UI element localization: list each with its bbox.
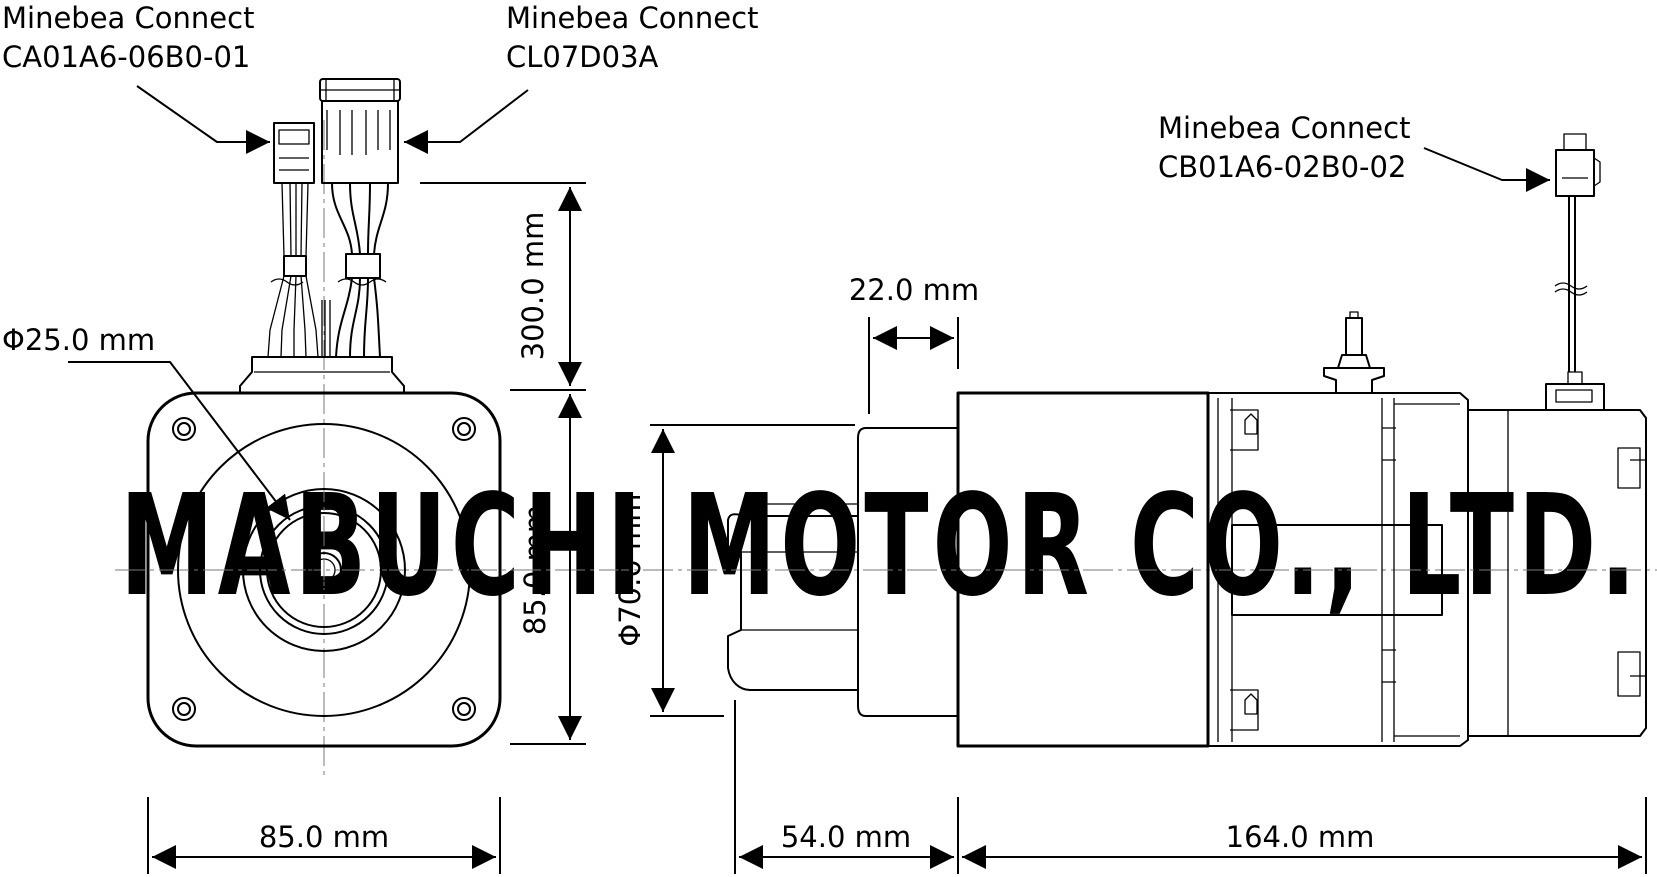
side-view: [727, 133, 1647, 748]
rear-housing: [1208, 392, 1469, 747]
cable-length-label: 300.0 mm: [516, 212, 550, 361]
flange-outline: [146, 391, 502, 748]
dim-shaft-length: 54.0 mm: [734, 700, 959, 874]
callout-encoder-line1: Minebea Connect: [1158, 111, 1410, 145]
callout-power-line1: Minebea Connect: [506, 1, 758, 35]
watermark-text: MABUCHI MOTOR CO., LTD.: [120, 465, 1640, 628]
callout-signal-line1: Minebea Connect: [2, 1, 254, 35]
callout-encoder-line2: CB01A6-02B0-02: [1158, 150, 1406, 184]
encoder-cap: [1468, 409, 1647, 737]
power-connector-center: [319, 78, 401, 358]
callout-signal-connector: Minebea Connect CA01A6-06B0-01: [2, 1, 270, 154]
gear-housing-circle: [177, 423, 471, 717]
gear-diameter-label: Φ70.0 mm: [613, 493, 647, 646]
shaft-inner-circle: [266, 512, 382, 628]
shaft-key: [305, 503, 343, 514]
flange-width-label: 85.0 mm: [259, 820, 389, 854]
callout-shaft-diameter: Φ25.0 mm: [2, 323, 291, 521]
shaft-diameter-label: Φ25.0 mm: [2, 323, 155, 357]
top-fitting: [1323, 311, 1385, 393]
body-length-label: 164.0 mm: [1226, 820, 1375, 854]
signal-connector-left: [267, 122, 319, 358]
callout-power-connector: Minebea Connect CL07D03A: [404, 1, 758, 154]
gear-step-label: 22.0 mm: [849, 273, 979, 307]
center-lines: [115, 120, 1657, 780]
callout-power-line2: CL07D03A: [506, 40, 659, 74]
encoder-connector: [1545, 133, 1605, 411]
connector-base: [239, 356, 405, 393]
dim-gear-diameter: Φ70.0 mm: [613, 424, 855, 717]
dim-flange-width: 85.0 mm: [147, 797, 501, 874]
callout-signal-line2: CA01A6-06B0-01: [2, 40, 250, 74]
dim-flange-height: 85.0 mm: [510, 394, 586, 745]
callout-encoder-connector: Minebea Connect CB01A6-02B0-02: [1158, 111, 1550, 192]
boss-outer-circle: [242, 488, 406, 652]
output-shaft: [727, 503, 859, 691]
dim-body-length: 164.0 mm: [962, 797, 1647, 874]
shaft-bore: [306, 552, 342, 588]
flange-height-label: 85.0 mm: [518, 505, 552, 635]
dim-cable-length: 300.0 mm: [420, 182, 586, 391]
dim-gear-step: 22.0 mm: [849, 273, 979, 414]
gear-head: [857, 427, 959, 717]
motor-body: [956, 391, 1210, 748]
shaft-length-label: 54.0 mm: [781, 820, 911, 854]
shaft-outer-circle: [259, 505, 389, 635]
front-view: [146, 78, 502, 748]
mounting-holes: [172, 417, 476, 721]
